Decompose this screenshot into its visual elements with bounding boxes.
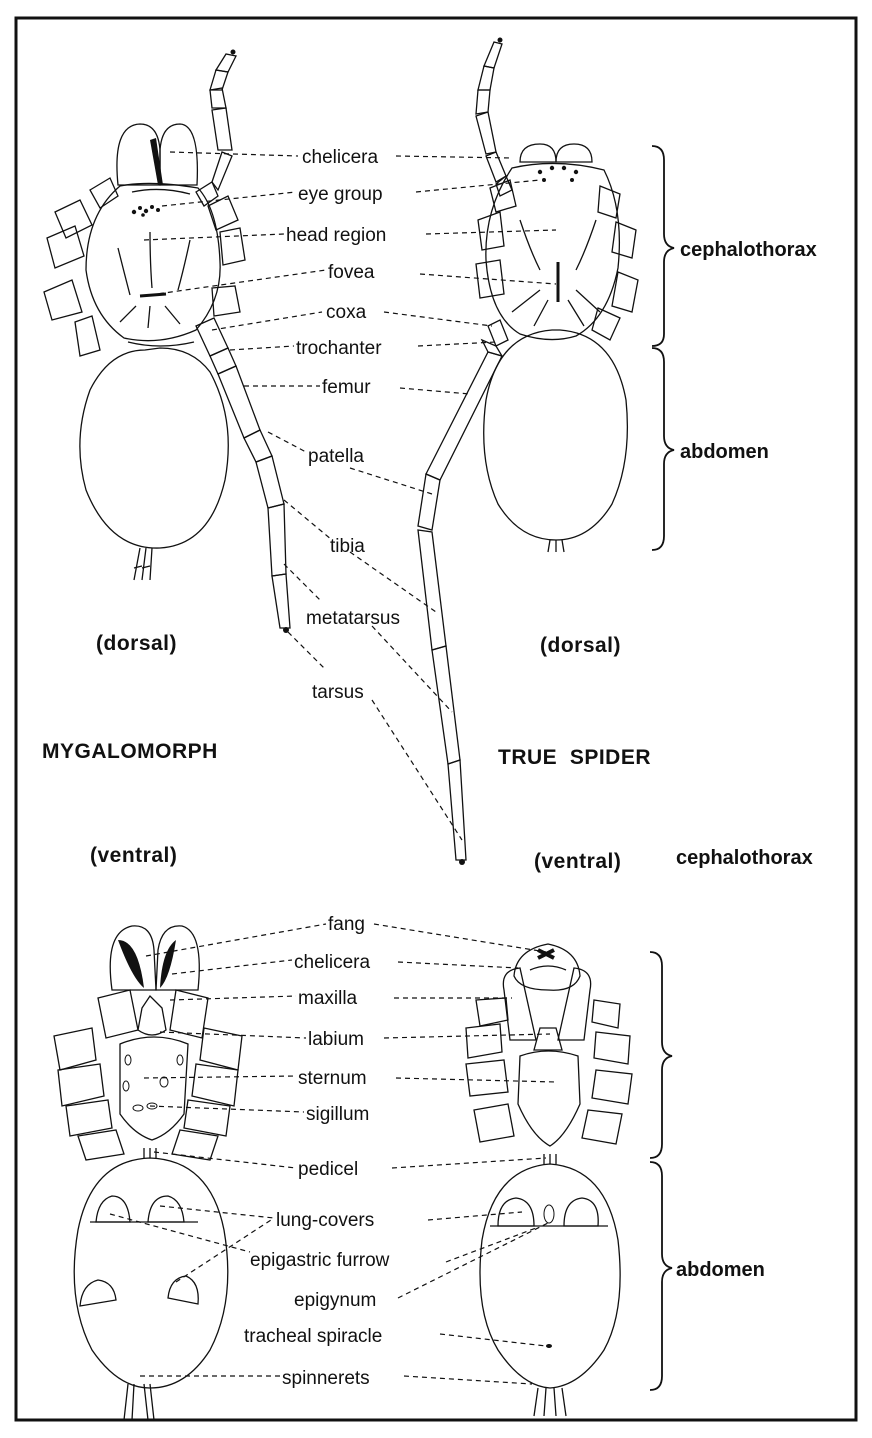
label-chelicera-ventral: chelicera [294,952,370,973]
figure-frame [16,18,856,1420]
true-spider-ventral-drawing [466,944,632,1416]
title-mygalomorph: MYGALOMORPH [42,740,218,763]
eye-group-dots [132,205,160,217]
label-dorsal-right: (dorsal) [540,634,621,657]
label-epigastric-furrow: epigastric furrow [250,1250,390,1271]
label-ventral-right: (ventral) [534,850,621,873]
label-head-region: head region [286,225,386,246]
label-tibia: tibia [330,536,365,557]
label-fovea: fovea [328,262,375,283]
label-metatarsus: metatarsus [306,608,400,629]
label-trochanter: trochanter [296,338,382,359]
label-eye-group: eye group [298,184,383,205]
mygalomorph-dorsal-drawing [44,50,290,634]
label-sigillum: sigillum [306,1104,369,1125]
label-femur: femur [322,377,371,398]
label-maxilla: maxilla [298,988,358,1009]
label-sternum: sternum [298,1068,367,1089]
label-epigynum: epigynum [294,1290,376,1311]
label-spinnerets: spinnerets [282,1368,370,1389]
label-labium: labium [308,1029,364,1050]
label-dorsal-abdomen: abdomen [680,441,769,463]
bracket-dorsal-abdomen [652,348,674,550]
label-fang: fang [328,914,365,935]
mygalomorph-ventral-drawing [54,926,242,1420]
label-ventral-cephalothorax: cephalothorax [676,847,813,869]
label-tarsus: tarsus [312,682,364,703]
label-tracheal-spiracle: tracheal spiracle [244,1326,382,1347]
label-pedicel: pedicel [298,1159,358,1180]
label-ventral-abdomen: abdomen [676,1259,765,1281]
label-dorsal-left: (dorsal) [96,632,177,655]
label-patella: patella [308,446,364,467]
bracket-ventral-abdomen [650,1162,672,1390]
label-chelicera-dorsal: chelicera [302,147,378,168]
bracket-ventral-cephalothorax [650,952,672,1158]
label-ventral-left: (ventral) [90,844,177,867]
label-coxa: coxa [326,302,367,323]
bracket-dorsal-cephalothorax [652,146,674,346]
true-spider-dorsal-drawing [418,38,638,866]
label-lung-covers: lung-covers [276,1210,374,1231]
eye-dots [538,166,578,182]
title-true-spider: TRUE SPIDER [498,746,651,769]
label-dorsal-cephalothorax: cephalothorax [680,239,817,261]
